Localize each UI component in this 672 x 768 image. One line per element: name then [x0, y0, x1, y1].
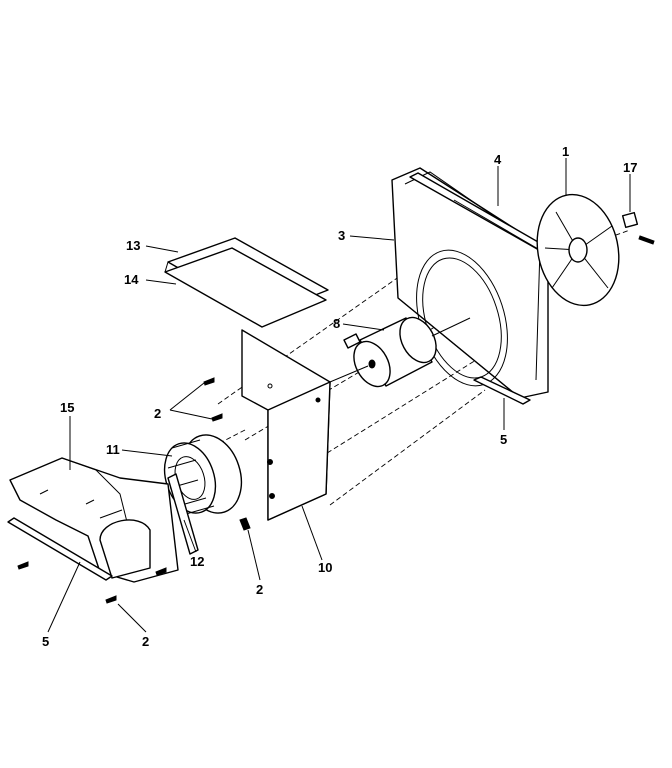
part-14-insulation-pad	[164, 247, 327, 328]
callout-5-left: 5	[42, 634, 49, 649]
callout-2-middle: 2	[256, 582, 263, 597]
callout-17: 17	[623, 160, 637, 175]
callout-3: 3	[338, 228, 345, 243]
callout-14: 14	[124, 272, 139, 287]
part-15-blower-housing	[9, 457, 179, 583]
callout-11: 11	[106, 442, 120, 457]
part-10-mounting-plate	[241, 329, 331, 521]
callout-12: 12	[190, 554, 204, 569]
callout-8: 8	[333, 316, 340, 331]
callout-4: 4	[494, 152, 502, 167]
callout-13: 13	[126, 238, 140, 253]
part-5-bracket-right	[473, 376, 531, 405]
part-5-bracket-left	[7, 517, 113, 581]
part-12-clamp	[167, 473, 199, 555]
callout-15: 15	[60, 400, 74, 415]
callout-5-right: 5	[500, 432, 507, 447]
callout-2-upper: 2	[154, 406, 161, 421]
part-8-fan-motor	[329, 316, 471, 388]
leader-lines	[47, 158, 631, 633]
callout-1: 1	[562, 144, 569, 159]
callout-10: 10	[318, 560, 332, 575]
part-2-screws	[17, 377, 251, 604]
part-17-clip	[621, 211, 655, 245]
callout-2-lower: 2	[142, 634, 149, 649]
callout-labels: 1 4 17 3 13 14 8 5 2 11 15 12 2 10 5 2	[42, 144, 637, 649]
